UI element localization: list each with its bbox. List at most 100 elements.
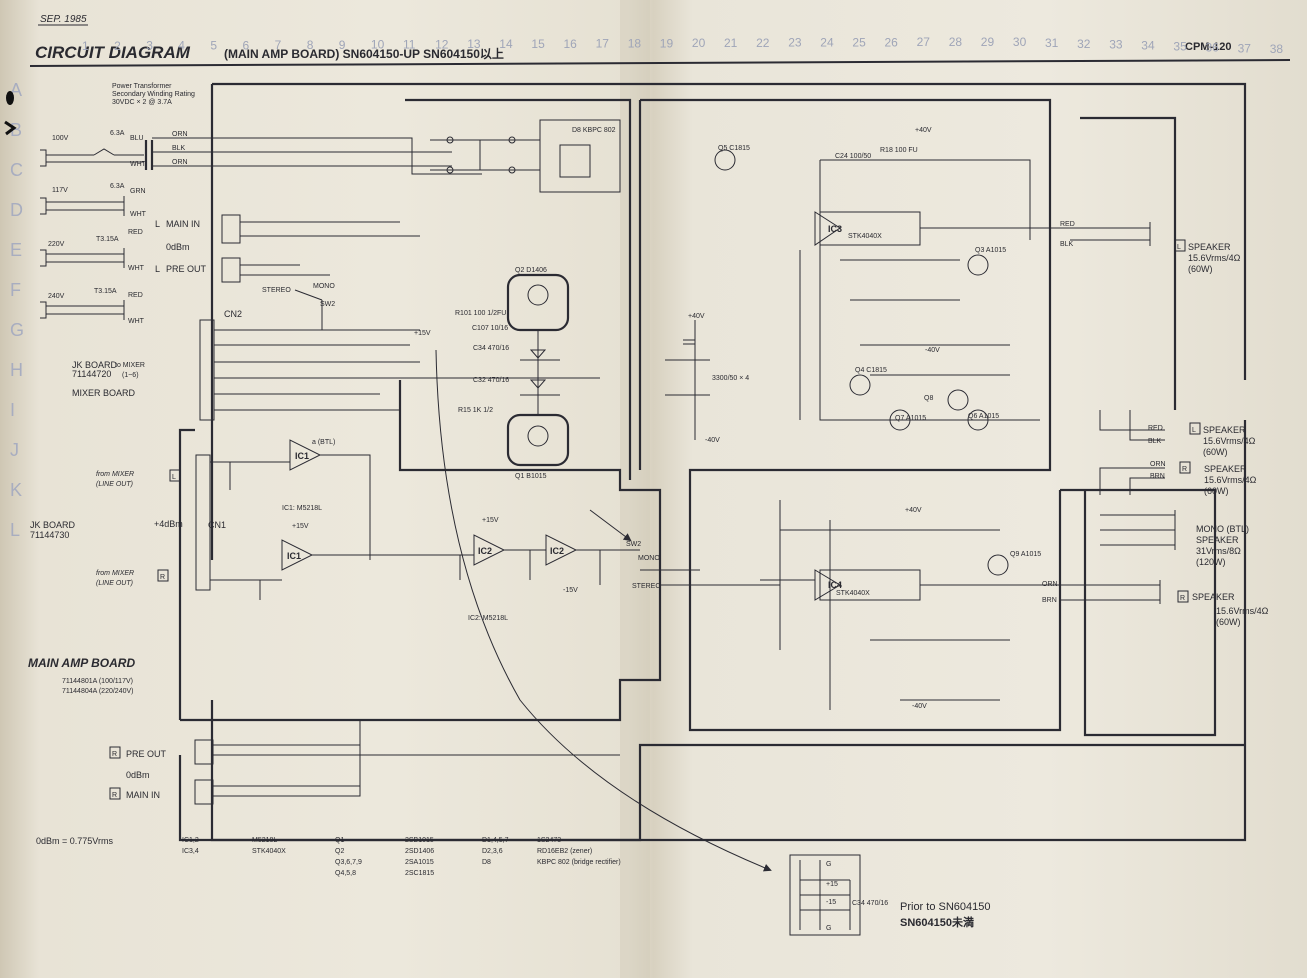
row-letter: L — [10, 520, 20, 540]
secondary-wire-label: ORN — [172, 131, 188, 138]
parts-list-ref: IC3,4 — [182, 848, 199, 855]
secondary-wire — [152, 137, 482, 175]
ic1-wiring — [210, 454, 440, 600]
voltage-label: 220V — [48, 241, 65, 248]
jack-pre-out-l: L PRE OUT — [155, 257, 330, 283]
l-marker: L — [1192, 427, 1196, 434]
row-letter: E — [10, 240, 22, 260]
parts-list-ref: Q4,5,8 — [335, 870, 356, 877]
rail-label: -40V — [705, 437, 720, 444]
column-number: 31 — [1045, 36, 1059, 50]
speaker-r-upper: ORN BRN R SPEAKER 15.6Vrms/4Ω (60W) — [1099, 461, 1257, 496]
speaker-label: SPEAKER — [1188, 242, 1231, 252]
c107-label: C107 10/16 — [472, 325, 508, 332]
transistor-symbol — [947, 389, 969, 411]
l-marker: L — [155, 264, 160, 274]
column-number: 13 — [467, 37, 481, 51]
diagram-subtitle: (MAIN AMP BOARD) SN604150-UP SN604150以上 — [224, 46, 504, 61]
column-number: 36 — [1206, 40, 1220, 54]
jack-pre-out-r: R PRE OUT — [109, 739, 620, 765]
from-mixer-label: from MIXER — [96, 471, 134, 478]
wire-label: RED — [1060, 221, 1075, 228]
ic1b-opamp: IC1 — [281, 539, 314, 571]
parts-list-ref: D2,3,6 — [482, 848, 503, 855]
inset-c34-label: C34 470/16 — [852, 900, 888, 907]
ic2a-opamp: IC2 — [545, 534, 578, 566]
fuse-label: T3.15A — [96, 236, 119, 243]
c24-label: C24 100/50 — [835, 153, 871, 160]
parts-list-part: 2SD1406 — [405, 848, 434, 855]
r-marker: R — [1182, 466, 1187, 473]
voltage-label: 100V — [52, 135, 69, 142]
ic4-label: IC4 — [828, 580, 842, 590]
ic3-wiring — [799, 250, 1010, 420]
column-number: 32 — [1077, 37, 1091, 51]
column-number: 33 — [1109, 38, 1123, 52]
ic2-label: IC2 — [478, 546, 492, 556]
transformer-note: Power Transformer — [112, 83, 172, 90]
jack-main-in-r: R MAIN IN — [109, 720, 361, 805]
column-number: 9 — [339, 38, 346, 52]
parts-list-part: RD16EB2 (zener) — [537, 848, 592, 855]
row-letter: B — [10, 120, 22, 140]
to-mixer-label: to MIXER — [115, 362, 145, 369]
parts-list-part: 1S2473 — [537, 837, 561, 844]
prior-revision-inset: G +15 -15 G C34 470/16 Prior to SN604150… — [789, 854, 991, 936]
column-number: 30 — [1013, 35, 1027, 49]
parts-list-part: 2SB1015 — [405, 837, 434, 844]
parts-list-ref: D8 — [482, 859, 491, 866]
row-letter: K — [10, 480, 22, 500]
speaker-watt: (60W) — [1216, 617, 1241, 627]
row-letter: F — [10, 280, 21, 300]
ground-bus — [180, 380, 662, 722]
speaker-r-lower: ORN BRN R SPEAKER 15.6Vrms/4Ω (60W) — [1042, 580, 1269, 627]
speaker-mono-btl: MONO (BTL) SPEAKER 31Vrms/8Ω (120W) — [1100, 510, 1249, 567]
rail-label: +15V — [482, 517, 499, 524]
l-marker: L — [1177, 244, 1181, 251]
q8-label: Q8 — [924, 395, 933, 402]
fuse-label: 6.3A — [110, 183, 125, 190]
board-boundary — [210, 82, 1247, 842]
mode-switch-sw2-top: STEREO MONO SW2 — [262, 283, 335, 330]
svg-text:-15: -15 — [826, 899, 836, 906]
diagram-title: CIRCUIT DIAGRAM — [35, 43, 191, 62]
main-in-r-label: MAIN IN — [126, 790, 160, 800]
speaker-watt: (60W) — [1203, 447, 1228, 457]
jack-main-in-l: L MAIN IN — [155, 214, 420, 244]
secondary-wire-label: ORN — [172, 159, 188, 166]
secondary-wire-label: BLK — [172, 145, 186, 152]
speaker-label: SPEAKER — [1196, 535, 1239, 545]
speaker-l-top: RED BLK L SPEAKER 15.6Vrms/4Ω (60W) — [1060, 221, 1241, 274]
column-number: 34 — [1141, 39, 1155, 53]
svg-text:G: G — [826, 925, 831, 932]
l-marker: L — [172, 474, 176, 481]
ic1a-opamp: IC1 a (BTL) — [289, 439, 335, 471]
plug-icon — [40, 196, 125, 216]
parts-list-part: 2SA1015 — [405, 859, 434, 866]
transformer-note: Secondary Winding Rating — [112, 91, 195, 98]
margin-ink-mark — [6, 91, 14, 105]
transistor-symbol — [849, 374, 871, 396]
mains-input-117v: 117V 6.3A GRN WHT — [40, 183, 147, 218]
r-marker: R — [160, 574, 165, 581]
parts-list-ref: Q3,6,7,9 — [335, 859, 362, 866]
ic1-label: IC1 — [287, 551, 301, 561]
wire-label: WHT — [130, 161, 147, 168]
prior-note-line2: SN604150未満 — [900, 915, 974, 929]
ic1-type: IC1: M5218L — [282, 505, 322, 512]
rail-label: +40V — [915, 127, 932, 134]
main-in-l-label: MAIN IN — [166, 219, 200, 229]
ic1-label: IC1 — [295, 451, 309, 461]
ic4-type: STK4040X — [836, 590, 870, 597]
ic2-type: IC2: M5218L — [468, 615, 508, 622]
margin-ink-mark — [4, 120, 17, 136]
rail-label: +15V — [292, 523, 309, 530]
board-part-number: 71144804A (220/240V) — [62, 688, 134, 695]
ic3-label: IC3 — [828, 224, 842, 234]
r-marker: R — [1180, 595, 1185, 602]
model-number: CPM-120 — [1185, 41, 1231, 53]
parts-list-part: STK4040X — [252, 848, 286, 855]
row-letter: D — [10, 200, 23, 220]
